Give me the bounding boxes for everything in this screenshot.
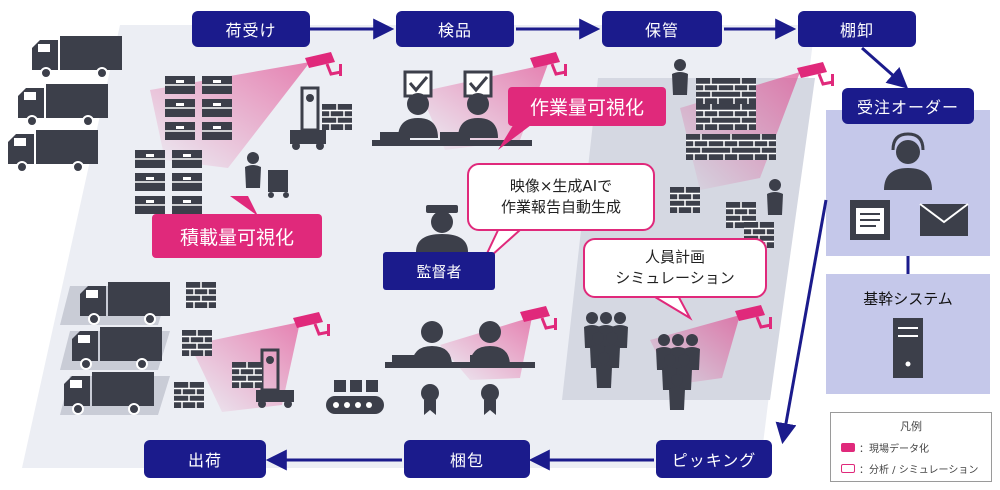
report-bubble: 映像×生成AIで 作業報告自動生成 — [467, 163, 655, 231]
load-volume-label: 積載量可視化 — [152, 214, 322, 258]
step-inspection: 検品 — [396, 11, 514, 47]
flow-arrow — [775, 199, 828, 445]
inspection-desk-icon — [372, 70, 532, 146]
step-shipping: 出荷 — [144, 440, 266, 478]
legend-row-analysis: ：分析 / シミュレーション — [841, 461, 991, 476]
server-icon — [893, 318, 923, 378]
label-tail — [498, 122, 535, 150]
step-picking: ピッキング — [656, 440, 772, 478]
fax-icon — [850, 200, 890, 240]
supervisor-label: 監督者 — [383, 252, 495, 290]
mail-icon — [919, 203, 969, 236]
worker-with-cart-icon — [245, 152, 289, 198]
label-tail — [230, 196, 258, 216]
staff-bubble-line1: 人員計画 — [644, 248, 705, 266]
legend-field-data-text: ：現場データ化 — [859, 444, 929, 455]
truck-icon — [17, 83, 109, 127]
core-system-title: 基幹システム — [863, 290, 953, 308]
step-storage: 保管 — [602, 11, 722, 47]
legend-swatch-filled — [841, 443, 855, 452]
legend-row-field-data: ：現場データ化 — [841, 440, 991, 455]
work-volume-label: 作業量可視化 — [508, 87, 666, 126]
staff-planning-bubble: 人員計画 シミュレーション — [583, 238, 767, 298]
legend-title: 凡例 — [900, 420, 922, 433]
step-inventory: 棚卸 — [798, 11, 916, 47]
step-receiving: 荷受け — [192, 11, 310, 47]
truck-icon — [7, 129, 99, 173]
supervisor-icon — [416, 205, 468, 252]
report-bubble-line1: 映像×生成AIで — [509, 177, 613, 195]
conveyor-icon — [326, 380, 384, 414]
truck-icon — [31, 35, 123, 79]
step-packing: 梱包 — [404, 440, 530, 478]
flow-arrow — [861, 46, 909, 89]
forklift-icon — [231, 348, 294, 408]
legend-swatch-outline — [841, 464, 855, 473]
step-order: 受注オーダー — [842, 88, 974, 124]
report-bubble-line2: 作業報告自動生成 — [500, 198, 621, 216]
operator-icon — [884, 132, 932, 190]
legend-analysis-text: ：分析 / シミュレーション — [859, 465, 979, 476]
legend: 凡例 ：現場データ化 ：分析 / シミュレーション — [830, 412, 992, 482]
forklift-icon — [290, 86, 353, 150]
staff-bubble-line2: シミュレーション — [615, 269, 735, 287]
packing-desk-icon — [385, 321, 535, 415]
